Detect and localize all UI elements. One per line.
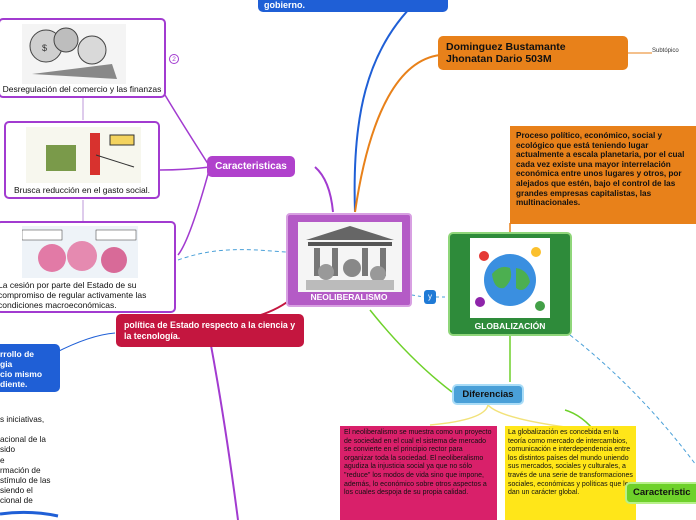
card-caption: Brusca reducción en el gasto social.: [13, 185, 151, 195]
top-topic[interactable]: gobierno.: [258, 0, 448, 12]
globalizacion-definition[interactable]: Proceso político, económico, social y ec…: [510, 126, 696, 224]
cartoon-state-image: [22, 226, 138, 278]
diferencia-globalizacion[interactable]: La globalización es concebida en la teor…: [505, 426, 636, 520]
globalizacion-label: GLOBALIZACIÓN: [474, 321, 546, 331]
politica-topic[interactable]: política de Estado respecto a la ciencia…: [116, 314, 304, 347]
caracteristicas-right-topic[interactable]: Caracteristic: [625, 482, 696, 504]
left-blue-line-3: cio mismo: [0, 369, 43, 379]
left-blue-topic[interactable]: rrollo de gia cio mismo diente.: [0, 344, 60, 392]
left-blue-line-2: gia: [0, 359, 13, 369]
neoliberalismo-image: [298, 222, 402, 292]
central-topic-neoliberalismo[interactable]: NEOLIBERALISMO: [286, 213, 412, 307]
card-desregulacion[interactable]: $ Desregulación del comercio y las finan…: [0, 18, 166, 98]
author-line-2: Jhonatan Dario 503M: [446, 53, 552, 65]
cartoon-coins-image: $: [22, 24, 126, 84]
left-text-fragment: s iniciativas, acional de la sido e rmac…: [0, 415, 51, 506]
globe-image: [470, 238, 550, 318]
badge-count[interactable]: 2: [169, 54, 179, 64]
card-caption: La cesión por parte del Estado de su com…: [0, 280, 147, 310]
left-blue-line-4: diente.: [0, 379, 28, 389]
diferencia-neoliberalismo[interactable]: El neoliberalismo se muestra como un pro…: [340, 426, 497, 520]
globalizacion-topic[interactable]: GLOBALIZACIÓN: [448, 232, 572, 336]
card-cesion-estado[interactable]: La cesión por parte del Estado de su com…: [0, 221, 176, 313]
author-line-1: Dominguez Bustamante: [446, 41, 566, 53]
card-caption: Desregulación del comercio y las finanza…: [2, 84, 162, 94]
card-gasto-social[interactable]: Brusca reducción en el gasto social.: [4, 121, 160, 199]
authors-topic[interactable]: Dominguez Bustamante Jhonatan Dario 503M: [438, 36, 628, 70]
left-blue-line-1: rrollo de: [0, 349, 35, 359]
subtopic-label[interactable]: Subtópico: [652, 48, 679, 54]
connector-y[interactable]: y: [424, 290, 436, 304]
svg-text:$: $: [42, 43, 47, 53]
central-topic-label: NEOLIBERALISMO: [310, 292, 388, 302]
caracteristicas-topic[interactable]: Caracteristicas: [207, 156, 295, 177]
diferencias-topic[interactable]: Diferencias: [452, 384, 524, 405]
cartoon-spending-image: [26, 127, 141, 183]
